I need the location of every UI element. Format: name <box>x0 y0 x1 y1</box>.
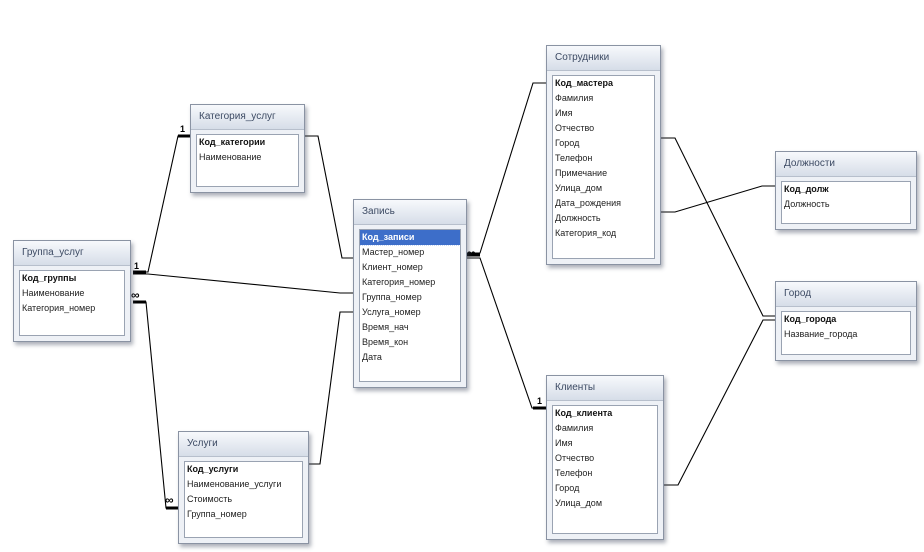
table-title[interactable]: Сотрудники <box>547 46 660 71</box>
table-field[interactable]: Примечание <box>555 168 608 178</box>
primary-key-field[interactable]: Код_города <box>784 314 837 324</box>
table-field[interactable]: Мастер_номер <box>362 247 425 257</box>
relation-line <box>307 311 354 465</box>
table-field[interactable]: Отчество <box>555 123 595 133</box>
table-field[interactable]: Должность <box>555 213 601 223</box>
primary-key-field[interactable]: Код_клиента <box>555 408 613 418</box>
primary-key-field[interactable]: Код_мастера <box>555 78 614 88</box>
relation-line <box>133 273 354 294</box>
primary-key-field[interactable]: Код_долж <box>784 184 829 194</box>
relation-one-label: 1 <box>537 396 543 406</box>
primary-key-field[interactable]: Код_услуги <box>187 464 239 474</box>
table-field[interactable]: Клиент_номер <box>362 262 423 272</box>
table-field[interactable]: Фамилия <box>555 93 594 103</box>
primary-key-field[interactable]: Код_группы <box>22 273 77 283</box>
table-field[interactable]: Название_города <box>784 329 858 339</box>
relation-line <box>467 82 547 254</box>
relation-line <box>661 185 775 213</box>
relation-one-label: 1 <box>180 124 186 134</box>
table-field[interactable]: Наименование <box>22 288 85 298</box>
primary-key-field[interactable]: Код_категории <box>199 137 266 147</box>
relation-many-label: ∞ <box>467 246 476 260</box>
table-field[interactable]: Должность <box>784 199 830 209</box>
table-field[interactable]: Имя <box>555 108 573 118</box>
table-field[interactable]: Категория_номер <box>22 303 96 313</box>
table-field[interactable]: Группа_номер <box>187 509 247 519</box>
table-field[interactable]: Улица_дом <box>555 183 603 193</box>
relation-line <box>661 137 775 317</box>
table-title[interactable]: Группа_услуг <box>14 241 130 266</box>
table-field[interactable]: Город <box>555 138 580 148</box>
table-field[interactable]: Дата <box>362 352 382 362</box>
table-title[interactable]: Город <box>776 282 916 307</box>
table-field[interactable]: Фамилия <box>555 423 594 433</box>
primary-key-field[interactable]: Код_записи <box>360 230 460 246</box>
table-field[interactable]: Категория_код <box>555 228 617 238</box>
table-field[interactable]: Категория_номер <box>362 277 436 287</box>
relation-many-label: ∞ <box>165 493 174 507</box>
table-field[interactable]: Наименование <box>199 152 262 162</box>
relation-one-label: 1 <box>134 261 140 271</box>
table-field[interactable]: Дата_рождения <box>555 198 621 208</box>
table-field[interactable]: Услуга_номер <box>362 307 421 317</box>
table-field[interactable]: Улица_дом <box>555 498 603 508</box>
table-title[interactable]: Категория_услуг <box>191 105 304 130</box>
table-field[interactable]: Телефон <box>555 468 593 478</box>
table-field[interactable]: Время_кон <box>362 337 409 347</box>
relation-line <box>133 135 190 273</box>
relation-line <box>133 301 178 509</box>
table-field[interactable]: Город <box>555 483 580 493</box>
table-field[interactable]: Группа_номер <box>362 292 422 302</box>
table-field[interactable]: Телефон <box>555 153 593 163</box>
relation-line <box>467 257 547 409</box>
relation-many-label: ∞ <box>131 288 140 302</box>
table-field[interactable]: Отчество <box>555 453 595 463</box>
table-field[interactable]: Наименование_услуги <box>187 479 282 489</box>
table-title[interactable]: Клиенты <box>547 376 663 401</box>
table-title[interactable]: Запись <box>354 200 466 225</box>
table-field[interactable]: Имя <box>555 438 573 448</box>
table-title[interactable]: Должности <box>776 152 916 177</box>
table-title[interactable]: Услуги <box>179 432 308 457</box>
relation-line <box>305 135 354 259</box>
table-field[interactable]: Стоимость <box>187 494 233 504</box>
relation-line <box>664 319 775 486</box>
table-field[interactable]: Время_нач <box>362 322 409 332</box>
